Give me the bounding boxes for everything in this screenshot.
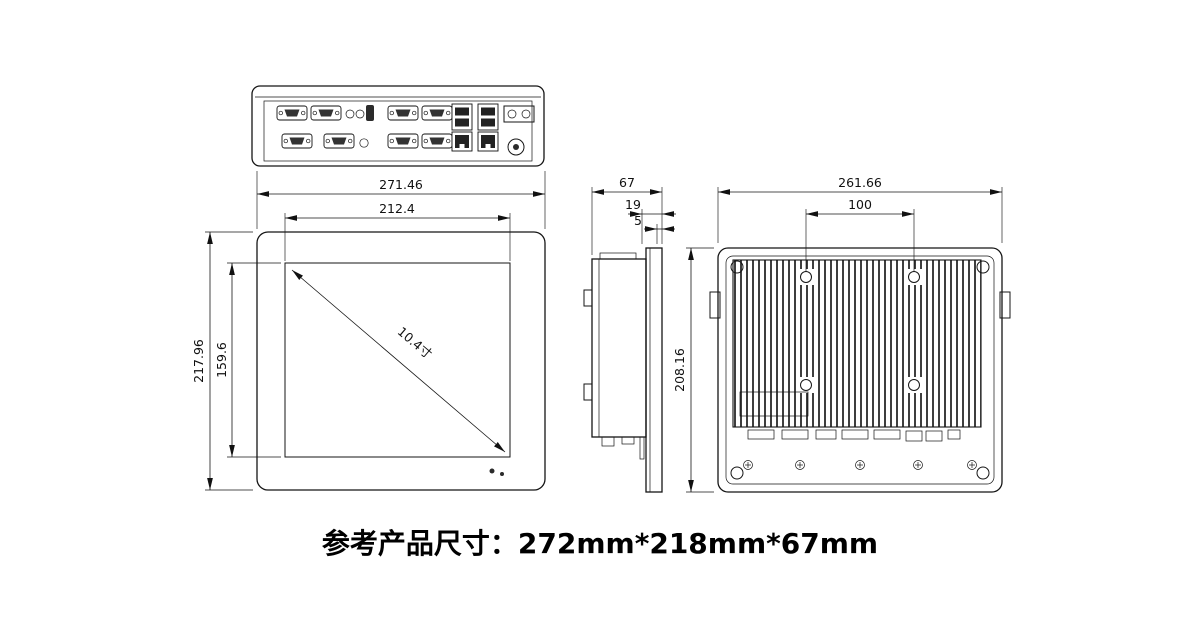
dim-label-front-screen-width: 212.4: [379, 201, 415, 216]
vesa-hole: [908, 271, 920, 283]
dim-front-outer-height: 217.96: [191, 231, 253, 491]
dim-label-rear-hole-spacing: 100: [848, 197, 872, 212]
display-port-icon: [366, 105, 374, 121]
dim-label-front-outer-height: 217.96: [191, 339, 206, 383]
dim-rear-height: 208.16: [672, 247, 714, 493]
dim-label-front-screen-height: 159.6: [214, 342, 229, 378]
serial-port-icon: [323, 133, 355, 149]
dim-front-screen-width: 212.4: [284, 201, 511, 261]
serial-port-icon: [421, 105, 453, 121]
mount-bracket: [583, 383, 593, 401]
mount-bracket: [583, 289, 593, 307]
audio-jack-icon: [345, 109, 355, 119]
serial-port-icon: [387, 105, 419, 121]
serial-port-icon: [421, 133, 453, 149]
status-led-icon: [500, 472, 504, 476]
front-view: 10.4寸: [256, 231, 546, 491]
mount-clamp: [709, 291, 721, 319]
dim-side-front-depth: 19: [625, 197, 676, 244]
screen-area: [284, 262, 511, 458]
dim-label-side-bezel: 5: [634, 213, 642, 228]
audio-jack-icon: [355, 109, 365, 119]
dim-front-screen-height: 159.6: [214, 262, 281, 458]
bottom-screws: [743, 460, 977, 470]
side-front-bezel: [645, 247, 663, 493]
power-led-icon: [489, 468, 495, 474]
dim-front-outer-width: 271.46: [256, 171, 546, 229]
dim-label-rear-height: 208.16: [672, 348, 687, 392]
rear-view: [709, 247, 1011, 493]
vesa-hole: [800, 379, 812, 391]
heatsink-fins: [732, 259, 982, 428]
dim-rear-hole-spacing: 100: [805, 197, 915, 271]
usb-ports-icon: [451, 103, 473, 131]
power-jack-icon: [507, 138, 525, 156]
serial-port-icon: [281, 133, 313, 149]
dim-label-side-front-depth: 19: [625, 197, 641, 212]
reset-button-icon: [359, 138, 369, 148]
ethernet-port-icon: [451, 131, 473, 152]
side-view: [583, 247, 663, 493]
dim-label-diagonal: 10.4寸: [395, 324, 435, 362]
serial-port-icon: [276, 105, 308, 121]
corner-screw-icon: [976, 260, 990, 274]
label-plate: [739, 391, 809, 417]
vesa-hole: [908, 379, 920, 391]
serial-port-icon: [387, 133, 419, 149]
diagonal-line: [291, 269, 506, 453]
corner-screw-icon: [976, 466, 990, 480]
dim-label-front-outer-width: 271.46: [379, 177, 423, 192]
top-view-io-panel: [251, 85, 545, 167]
terminal-block-icon: [503, 105, 535, 123]
dim-side-depth: 67: [591, 175, 663, 255]
mount-clamp: [999, 291, 1011, 319]
vesa-hole: [800, 271, 812, 283]
usb-ports-icon: [477, 103, 499, 131]
dim-rear-width: 261.66: [717, 175, 1003, 243]
corner-screw-icon: [730, 260, 744, 274]
side-chassis: [591, 258, 647, 438]
serial-port-icon: [310, 105, 342, 121]
dim-side-bezel: 5: [634, 213, 675, 244]
corner-screw-icon: [730, 466, 744, 480]
dim-label-rear-width: 261.66: [838, 175, 882, 190]
ethernet-port-icon: [477, 131, 499, 152]
dim-label-side-depth: 67: [619, 175, 635, 190]
caption: 参考产品尺寸：272mm*218mm*67mm: [322, 527, 878, 560]
